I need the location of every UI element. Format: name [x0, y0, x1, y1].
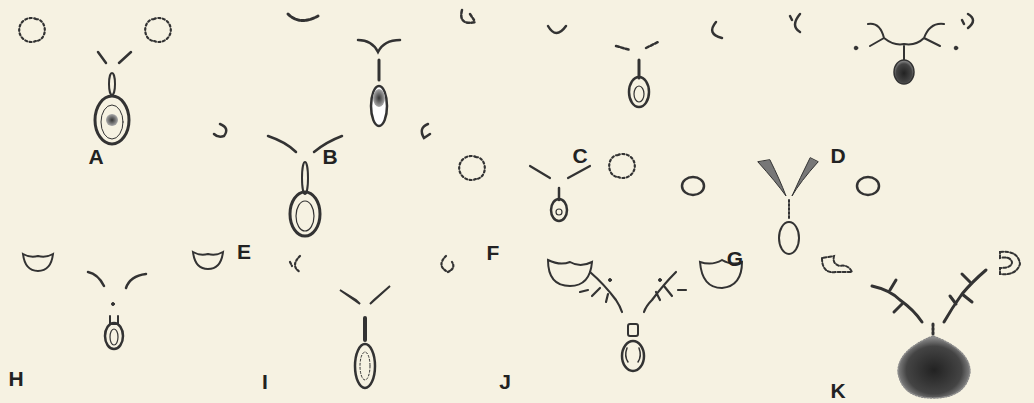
body-inner — [556, 209, 562, 215]
crescent — [609, 154, 635, 178]
stalk — [363, 318, 367, 340]
figure-e — [214, 124, 430, 236]
figure-f — [459, 154, 635, 221]
arm — [616, 42, 658, 50]
figure-letter: C — [572, 145, 587, 166]
arm — [868, 24, 944, 46]
stalk — [302, 162, 308, 194]
body — [371, 86, 387, 126]
dot — [954, 46, 958, 50]
figure-letter: I — [262, 371, 268, 392]
body — [622, 341, 644, 371]
figure-letter: F — [487, 242, 500, 263]
stalk — [932, 324, 935, 336]
body — [779, 222, 799, 254]
nucleus — [106, 114, 118, 126]
figure-k — [822, 252, 1020, 398]
figure-c — [548, 22, 722, 107]
crescent — [822, 256, 852, 272]
body-inner — [110, 329, 118, 345]
figure-j — [548, 260, 742, 371]
arm — [340, 286, 390, 304]
body-inner — [626, 348, 641, 362]
figure-letter: G — [727, 248, 743, 269]
arm — [644, 272, 686, 312]
dot — [112, 303, 115, 306]
figure-letter: K — [830, 379, 845, 400]
crescent — [288, 14, 318, 21]
stalk — [638, 60, 641, 78]
figure-g — [682, 158, 879, 254]
crescent — [962, 14, 973, 28]
arm — [358, 40, 400, 52]
figure-letter: D — [830, 145, 845, 166]
cell — [857, 177, 879, 195]
crescent — [461, 10, 476, 23]
crescent — [422, 124, 430, 138]
figure-letter: B — [322, 146, 337, 167]
crescent — [19, 18, 45, 42]
figure-a — [19, 18, 171, 144]
stalk — [903, 46, 905, 60]
crescent — [23, 254, 53, 271]
arm — [580, 272, 622, 312]
crescent — [193, 252, 223, 269]
figure-letter: J — [499, 371, 511, 392]
crescent — [459, 156, 485, 180]
crescent — [1000, 252, 1020, 275]
stalk — [378, 60, 381, 80]
arm — [792, 158, 818, 196]
stalk — [628, 324, 638, 336]
nucleus — [373, 89, 385, 107]
figure-letter: H — [8, 368, 23, 389]
crescent — [790, 14, 800, 32]
figure-d — [790, 14, 973, 84]
body-inner — [360, 352, 370, 380]
figure-h — [23, 252, 223, 349]
arm — [98, 52, 131, 63]
figure-b — [288, 10, 476, 126]
dot — [609, 279, 612, 282]
crescent — [548, 26, 566, 33]
cell — [682, 177, 704, 195]
figure-letter: E — [237, 241, 251, 262]
body — [355, 344, 375, 388]
arm — [944, 270, 986, 322]
crescent — [712, 22, 722, 38]
crescent — [441, 256, 453, 272]
body — [290, 192, 320, 236]
body-inner — [296, 201, 314, 231]
crescent — [145, 18, 171, 42]
body-inner — [101, 105, 123, 139]
dot — [854, 46, 858, 50]
stalk — [788, 200, 790, 220]
crescent — [290, 256, 300, 272]
figure-letter: A — [88, 146, 103, 167]
body — [898, 336, 970, 398]
body — [105, 323, 123, 349]
arm — [88, 272, 146, 288]
crescent — [548, 260, 592, 286]
dot — [659, 279, 662, 282]
crescent — [214, 124, 226, 137]
body — [551, 199, 567, 221]
body — [894, 60, 914, 84]
arm — [872, 280, 922, 322]
arm — [758, 160, 786, 196]
stalk — [109, 73, 115, 95]
figure-i — [290, 256, 453, 388]
body — [95, 96, 129, 144]
body-inner — [634, 86, 644, 102]
body — [629, 77, 649, 107]
arm — [530, 166, 590, 178]
